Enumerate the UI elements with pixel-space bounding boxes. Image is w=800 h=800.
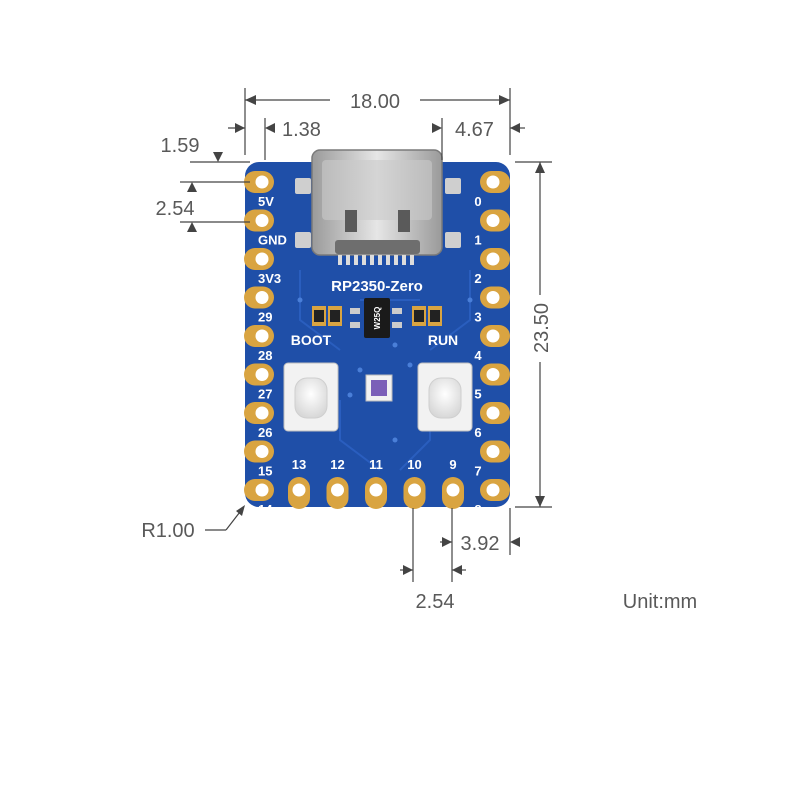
left-pad	[244, 402, 274, 424]
flash-chip: W25Q	[364, 298, 390, 338]
boot-label: BOOT	[291, 332, 332, 348]
bottom-pad	[403, 477, 426, 509]
right-pin-label: 8	[474, 502, 481, 517]
left-pad	[244, 209, 274, 232]
run-label: RUN	[428, 332, 458, 348]
boot-button	[283, 362, 339, 432]
left-pin-labels: 5V GND 3V3 29 28 27 26 15 14	[258, 194, 287, 517]
right-pin-label: 7	[474, 464, 481, 479]
dim-pin-edge-offset-label: 1.59	[161, 135, 200, 157]
right-pad	[480, 171, 510, 193]
right-pin-pads	[480, 171, 510, 501]
left-pin-label: 14	[258, 502, 273, 517]
left-pad	[244, 248, 274, 270]
bottom-pad	[288, 477, 310, 509]
right-pad	[480, 209, 510, 232]
run-button	[417, 362, 473, 432]
left-pin-label: 5V	[258, 194, 274, 209]
left-pin-label: GND	[258, 233, 287, 248]
left-pad	[244, 286, 274, 309]
left-pin-label: 3V3	[258, 271, 281, 286]
usb-c-connector	[295, 149, 461, 265]
dim-top-left-offset-label: 1.38	[282, 119, 321, 141]
right-pin-label: 1	[474, 233, 481, 248]
bottom-pin-label: 11	[369, 457, 383, 472]
right-pad	[480, 363, 510, 386]
dim-top-right-offset: 4.67	[432, 118, 525, 160]
right-pad	[480, 248, 510, 270]
right-pin-label: 3	[474, 310, 481, 325]
unit-label: Unit:mm	[623, 591, 697, 613]
dim-corner-radius-label: R1.00	[141, 520, 194, 542]
bottom-pad	[326, 477, 349, 509]
left-pad	[244, 440, 274, 463]
left-pad	[244, 325, 274, 347]
dim-bottom-right-offset: 3.92	[440, 508, 520, 582]
dim-width: 18.00	[244, 88, 511, 155]
bottom-pad	[365, 477, 387, 509]
smd-components	[312, 306, 442, 328]
dim-pin-pitch-left: 2.54	[156, 181, 250, 232]
right-pin-label: 2	[474, 271, 481, 286]
bottom-pin-label: 13	[292, 457, 306, 472]
left-pin-label: 15	[258, 464, 272, 479]
dim-corner-radius: R1.00	[141, 505, 245, 542]
right-pad	[480, 402, 510, 424]
left-pin-label: 27	[258, 387, 272, 402]
left-pad	[244, 363, 274, 386]
bottom-pin-pads	[288, 477, 464, 509]
dim-pin-edge-offset: 1.59	[161, 135, 250, 192]
right-pin-labels: 0 1 2 3 4 5 6 7 8	[474, 194, 482, 517]
left-pin-pads	[244, 171, 274, 501]
bottom-pad	[442, 477, 464, 509]
dim-width-label: 18.00	[350, 91, 400, 113]
bottom-pin-label: 10	[407, 457, 421, 472]
dim-pin-pitch-bottom-label: 2.54	[416, 591, 455, 613]
dim-top-right-offset-label: 4.67	[455, 119, 494, 141]
dim-pin-pitch-left-label: 2.54	[156, 198, 195, 220]
right-pin-label: 4	[474, 348, 482, 363]
bottom-pin-labels: 13 12 11 10 9	[292, 457, 457, 472]
left-pad	[244, 479, 274, 501]
dim-bottom-right-offset-label: 3.92	[461, 533, 500, 555]
right-pad	[480, 325, 510, 347]
left-pin-label: 28	[258, 348, 272, 363]
left-pin-label: 29	[258, 310, 272, 325]
bottom-pin-label: 12	[330, 457, 344, 472]
board-name: RP2350-Zero	[331, 278, 423, 295]
bottom-pin-label: 9	[449, 457, 456, 472]
dim-height-label: 23.50	[531, 303, 553, 353]
right-pin-label: 6	[474, 425, 481, 440]
rgb-led	[365, 374, 393, 402]
right-pin-label: 5	[474, 387, 481, 402]
right-pad	[480, 479, 510, 501]
right-pin-label: 0	[474, 194, 481, 209]
left-pin-label: 26	[258, 425, 272, 440]
chip-marking: W25Q	[373, 307, 382, 330]
left-pad	[244, 171, 274, 193]
dim-top-left-offset: 1.38	[228, 118, 321, 160]
right-pad	[480, 440, 510, 463]
right-pad	[480, 286, 510, 309]
dim-pin-pitch-bottom: 2.54	[400, 508, 466, 613]
dim-height: 23.50	[515, 161, 553, 508]
